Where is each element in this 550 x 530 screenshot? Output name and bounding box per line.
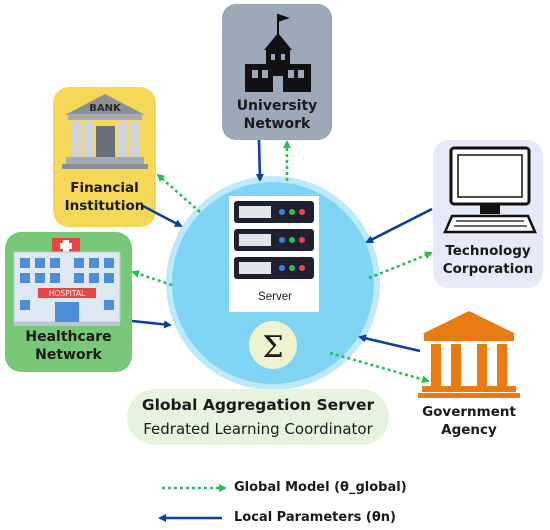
arrow-financial-global: [156, 173, 201, 213]
healthcare-label: Healthcare Network: [5, 328, 132, 364]
server-rack-icon: [234, 201, 314, 279]
caption-title: Global Aggregation Server: [141, 396, 375, 414]
government-label: Government Agency: [413, 404, 525, 439]
technology-label-line2: Corporation: [442, 260, 534, 277]
university-label: University Network: [222, 97, 332, 133]
arrow-government-global: [329, 351, 430, 384]
sigma-symbol: Σ: [262, 330, 283, 365]
technology-label-line1: Technology: [445, 243, 531, 259]
bank-sign: BANK: [89, 103, 122, 114]
government-label-line2: Agency: [441, 421, 497, 438]
sigma-circle: [249, 321, 297, 369]
arrow-technology-global: [368, 251, 433, 280]
caption-box: [127, 389, 389, 445]
financial-label: Financial Institution: [53, 180, 156, 215]
server-label: Server: [258, 291, 292, 303]
bank-icon: BANK: [62, 94, 148, 169]
university-label-line1: University: [236, 98, 318, 114]
global-model-arrows: [131, 140, 433, 384]
arrow-healthcare-local: [131, 319, 172, 329]
arrow-financial-local: [142, 204, 183, 228]
financial-label-line1: Financial: [70, 180, 139, 196]
government-label-line1: Government: [422, 404, 516, 420]
arrow-university-local: [255, 139, 264, 182]
government-icon: [418, 311, 520, 398]
local-parameter-arrows: [131, 139, 433, 353]
arrow-healthcare-global: [131, 270, 173, 287]
arrow-government-local: [358, 334, 421, 353]
financial-label-line2: Institution: [64, 197, 145, 214]
healthcare-label-line1: Healthcare: [25, 329, 112, 345]
arrow-technology-local: [365, 207, 433, 244]
hospital-sign: HOSPITAL: [49, 289, 86, 298]
legend-local-parameters: Local Parameters (θn): [234, 510, 396, 525]
university-label-line2: Network: [243, 116, 311, 133]
hospital-icon: HOSPITAL: [13, 238, 121, 326]
technology-label: Technology Corporation: [433, 243, 543, 278]
legend-global-model: Global Model (θ_global): [234, 480, 407, 495]
healthcare-label-line2: Network: [35, 347, 102, 364]
caption-subtitle: Fedrated Learning Coordinator: [143, 420, 373, 438]
university-icon: [245, 14, 311, 92]
computer-icon: [443, 146, 537, 234]
